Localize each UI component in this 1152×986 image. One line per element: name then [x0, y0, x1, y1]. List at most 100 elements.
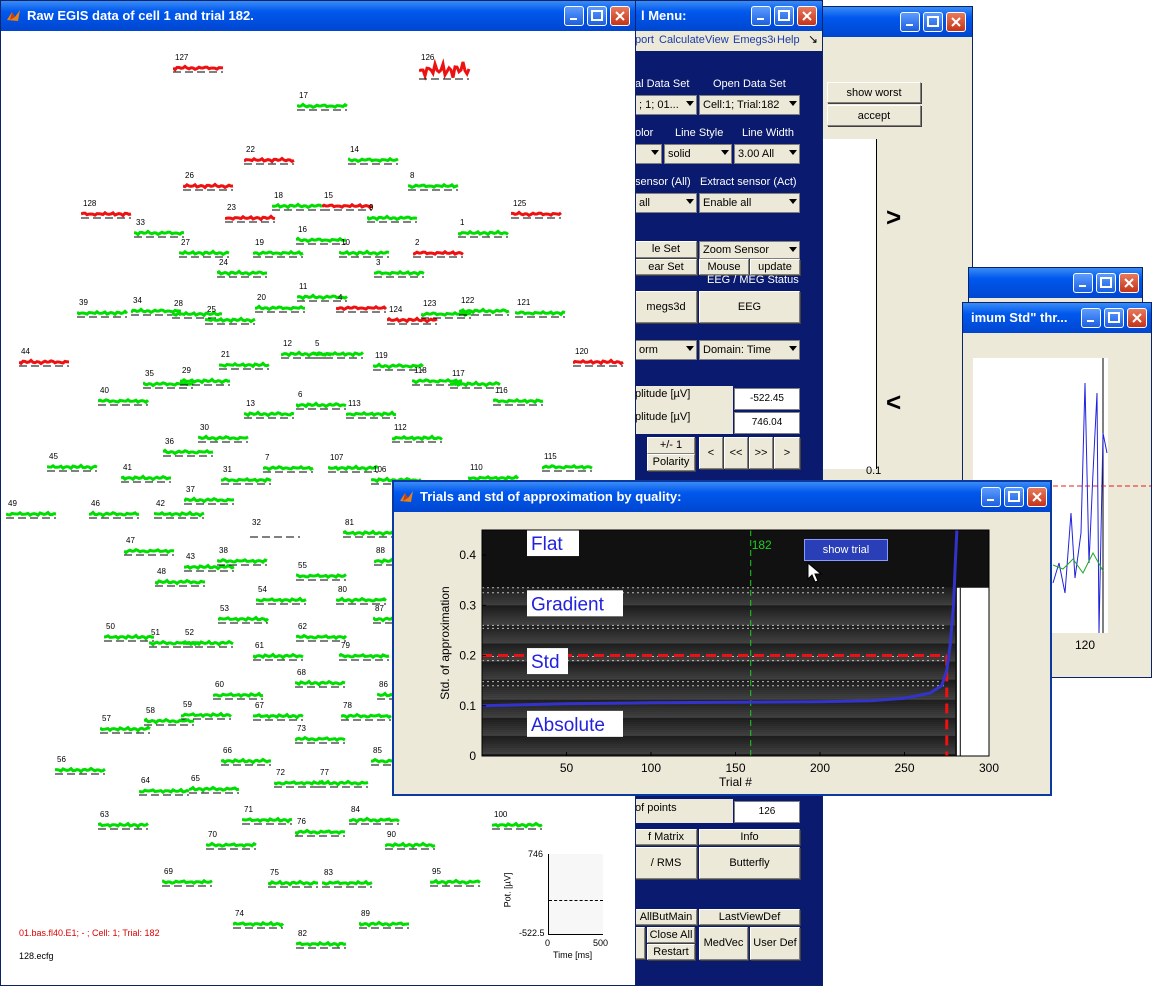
sensor-trace[interactable]: [318, 778, 370, 790]
sensor-label[interactable]: 7: [265, 453, 270, 462]
sensor-label[interactable]: 37: [186, 485, 195, 494]
sensor-trace[interactable]: [359, 919, 411, 931]
sensor-label[interactable]: 61: [255, 641, 264, 650]
amp-min-field[interactable]: -522.45: [734, 388, 800, 410]
sensor-trace[interactable]: [124, 546, 176, 558]
minimize-icon[interactable]: [900, 12, 920, 32]
close-all-button[interactable]: Close All: [647, 927, 695, 943]
sensor-label[interactable]: 88: [376, 546, 385, 555]
sensor-trace[interactable]: [155, 577, 207, 589]
form-dropdown[interactable]: orm: [635, 340, 697, 360]
sensor-label[interactable]: 59: [183, 700, 192, 709]
sensor-trace[interactable]: [253, 711, 305, 723]
allbutmain-button[interactable]: AllButMain: [635, 909, 697, 925]
sensor-label[interactable]: 15: [324, 191, 333, 200]
sensor-trace[interactable]: [296, 235, 348, 247]
first-button[interactable]: <<: [724, 437, 748, 469]
raise-arrow-label[interactable]: >: [886, 202, 902, 232]
sensor-trace[interactable]: [413, 248, 465, 260]
sensor-label[interactable]: 33: [136, 218, 145, 227]
sensor-trace[interactable]: [295, 678, 347, 690]
sensor-trace[interactable]: [256, 595, 308, 607]
open-data-set-dropdown[interactable]: Cell:1; Trial:182: [699, 95, 800, 115]
sensor-trace[interactable]: [104, 632, 156, 644]
sensor-trace[interactable]: [374, 268, 426, 280]
sensor-label[interactable]: 89: [361, 909, 370, 918]
sensor-label[interactable]: 38: [219, 546, 228, 555]
sensor-trace[interactable]: [180, 376, 232, 388]
sensor-label[interactable]: 90: [387, 830, 396, 839]
maximize-icon[interactable]: [1104, 308, 1124, 328]
extract-sensor-dropdown[interactable]: Enable all: [699, 193, 800, 213]
sensor-label[interactable]: 100: [494, 810, 508, 819]
sensor-label[interactable]: 79: [341, 641, 350, 650]
sensor-label[interactable]: 11: [299, 282, 308, 291]
sensor-trace[interactable]: [511, 209, 563, 221]
menu-view[interactable]: View: [705, 34, 729, 46]
sensor-label[interactable]: 115: [544, 452, 557, 461]
sensor-label[interactable]: 9: [369, 203, 374, 212]
sensor-trace[interactable]: [81, 209, 133, 221]
sensor-label[interactable]: 82: [298, 929, 307, 938]
lower-arrow-label[interactable]: <: [886, 387, 902, 417]
sensor-trace[interactable]: [98, 820, 150, 832]
points-field[interactable]: 126: [734, 801, 800, 823]
sensor-label[interactable]: 65: [191, 774, 200, 783]
lastviewdef-button[interactable]: LastViewDef: [699, 909, 800, 925]
sensor-trace[interactable]: [183, 638, 235, 650]
sensor-trace[interactable]: [367, 213, 419, 225]
domain-dropdown[interactable]: Domain: Time: [699, 340, 800, 360]
sensor-label[interactable]: 47: [126, 536, 135, 545]
sensor-label[interactable]: 66: [223, 746, 232, 755]
sensor-label[interactable]: 28: [174, 299, 183, 308]
sensor-trace[interactable]: [272, 201, 324, 213]
sensor-trace[interactable]: [98, 396, 150, 408]
prev-button[interactable]: <: [699, 437, 723, 469]
sensor-trace[interactable]: [6, 509, 58, 521]
sensor-label[interactable]: 75: [270, 868, 279, 877]
close-icon[interactable]: [946, 12, 966, 32]
sensor-trace[interactable]: [373, 361, 425, 373]
sensor-trace[interactable]: [184, 562, 236, 574]
maximize-icon[interactable]: [774, 6, 794, 26]
sensor-trace[interactable]: [419, 57, 471, 83]
sensor-label[interactable]: 63: [100, 810, 109, 819]
maximize-icon[interactable]: [1096, 273, 1116, 293]
sensor-trace[interactable]: [348, 155, 400, 167]
sensor-trace[interactable]: [89, 509, 141, 521]
butterfly-button[interactable]: Butterfly: [699, 847, 800, 879]
polarity-button[interactable]: Polarity: [647, 454, 695, 471]
mouse-button[interactable]: Mouse: [699, 259, 749, 275]
sensor-label[interactable]: 95: [432, 867, 441, 876]
sensor-label[interactable]: 124: [389, 305, 403, 314]
sensor-trace[interactable]: [134, 228, 186, 240]
sensor-trace[interactable]: [322, 201, 374, 213]
sensor-label[interactable]: 60: [215, 680, 224, 689]
sensor-label[interactable]: 125: [513, 199, 527, 208]
sensor-trace[interactable]: [392, 433, 444, 445]
sensor-trace[interactable]: [493, 396, 545, 408]
sensor-label[interactable]: 87: [375, 604, 384, 613]
sensor-label[interactable]: 69: [164, 867, 173, 876]
rms-button[interactable]: / RMS: [635, 847, 697, 879]
sensor-label[interactable]: 67: [255, 701, 264, 710]
sensor-trace[interactable]: [183, 181, 235, 193]
sensor-label[interactable]: 106: [373, 465, 387, 474]
sensor-label[interactable]: 86: [379, 680, 388, 689]
sensor-label[interactable]: 36: [165, 437, 174, 446]
sensor-trace[interactable]: [573, 357, 625, 369]
sensor-label[interactable]: 80: [338, 585, 347, 594]
sensor-label[interactable]: 46: [91, 499, 100, 508]
restart-button[interactable]: Restart: [647, 944, 695, 960]
sensor-trace[interactable]: [173, 63, 225, 75]
sensor-trace[interactable]: [181, 710, 233, 722]
sensor-trace[interactable]: [143, 379, 195, 391]
maximize-icon[interactable]: [1004, 487, 1024, 507]
sensor-trace[interactable]: [219, 360, 271, 372]
sensor-label[interactable]: 44: [21, 347, 30, 356]
close-icon[interactable]: [1027, 487, 1047, 507]
dock-arrow-icon[interactable]: ↘: [808, 32, 819, 46]
sensor-trace[interactable]: [253, 248, 305, 260]
sensor-label[interactable]: 128: [83, 199, 97, 208]
sensor-label[interactable]: 117: [452, 369, 465, 378]
